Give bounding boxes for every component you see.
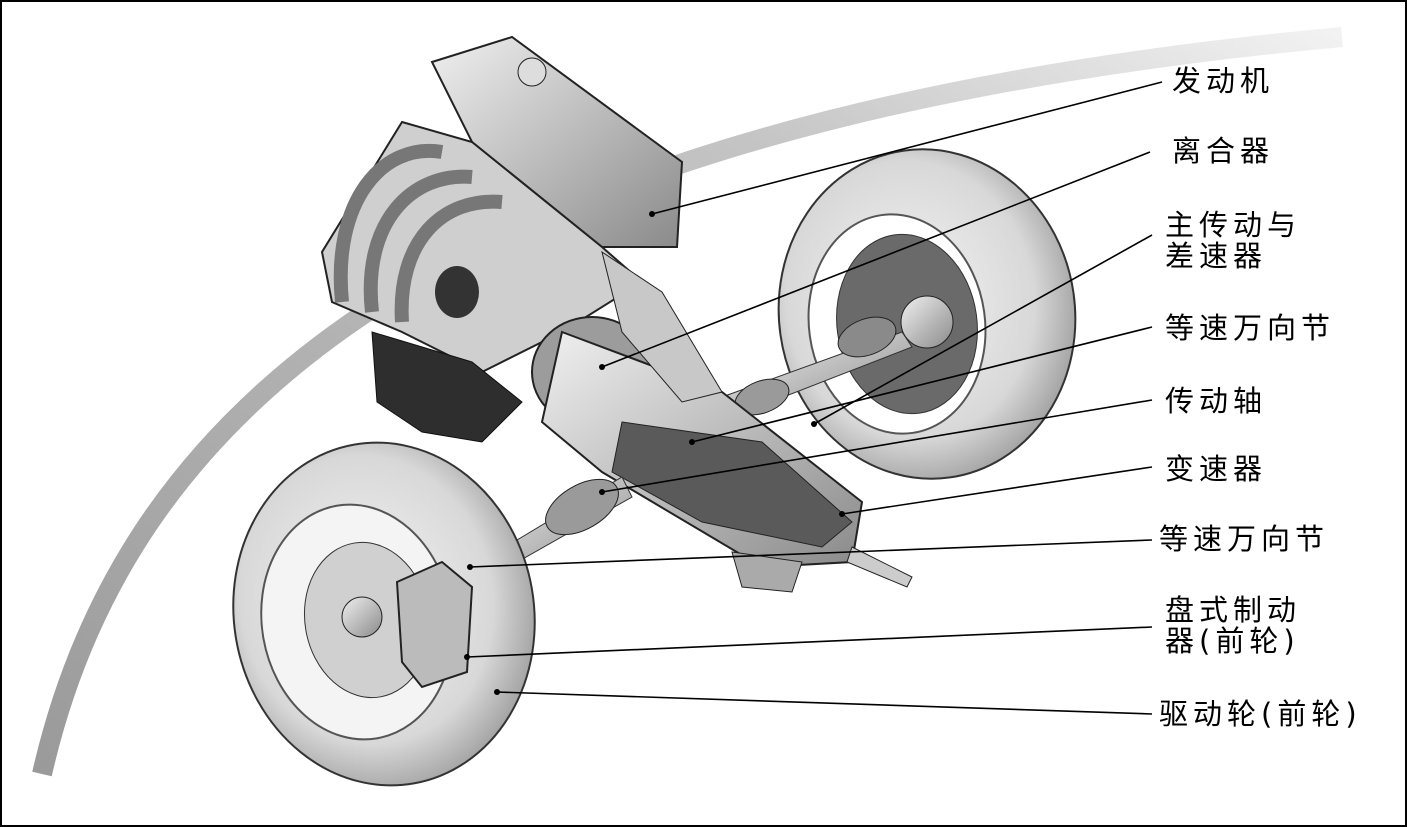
rear-cv-boot xyxy=(837,316,897,358)
label-final-drive-line2: 差速器 xyxy=(1165,239,1268,273)
label-drive-shaft: 传动轴 xyxy=(1165,384,1268,418)
rear-wheel xyxy=(777,148,1077,480)
transmission-housing xyxy=(531,250,913,593)
engine xyxy=(320,35,684,443)
label-cv-joint-lower: 等速万向节 xyxy=(1159,522,1330,556)
label-drive-wheel: 驱动轮(前轮) xyxy=(1159,697,1362,731)
leader-lines xyxy=(466,81,1163,715)
brake-caliper xyxy=(395,560,474,689)
label-engine: 发动机 xyxy=(1172,64,1275,98)
label-disc-brake-line1: 盘式制动 xyxy=(1165,593,1302,627)
label-transmission: 变速器 xyxy=(1165,452,1268,486)
label-final-drive-line1: 主传动与 xyxy=(1165,208,1302,242)
label-disc-brake-line2: 器(前轮) xyxy=(1165,624,1300,658)
front-wheel xyxy=(232,441,536,787)
label-clutch: 离合器 xyxy=(1172,134,1275,168)
label-cv-joint-upper: 等速万向节 xyxy=(1165,311,1336,345)
